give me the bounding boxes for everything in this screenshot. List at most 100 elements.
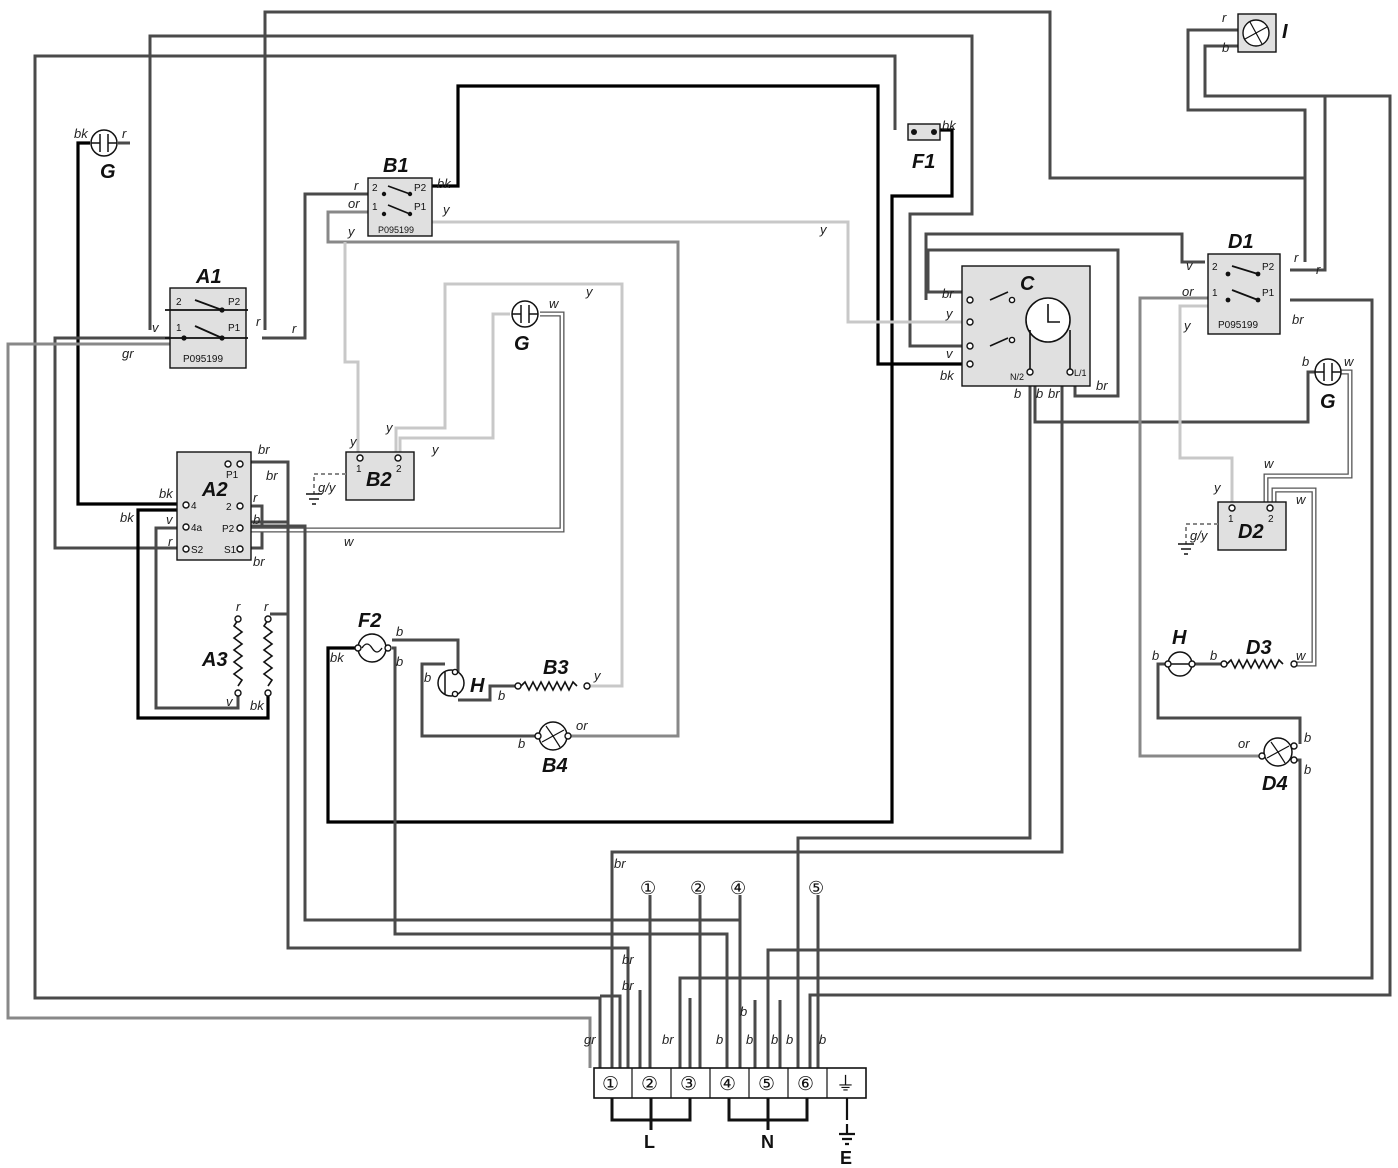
svg-text:w: w [1344,354,1355,369]
svg-text:bk: bk [120,510,135,525]
terminal-block[interactable]: ① ② ③ ④ ⑤ ⑥ ⏚ L N E [593,1067,867,1168]
component-d2[interactable]: 1 2 D2 [1178,501,1287,555]
label-a1: A1 [195,266,222,288]
wire-d1-y [1178,304,1234,506]
svg-text:b: b [1304,730,1311,745]
svg-text:b: b [424,670,431,685]
marker-1: ① [640,878,656,898]
group-e: E [840,1148,852,1168]
svg-text:bk: bk [159,486,174,501]
component-b1[interactable]: B1 2 P2 1 P1 P095199 [367,155,433,237]
svg-text:br: br [662,1032,674,1047]
svg-text:w: w [1264,456,1275,471]
svg-text:b: b [786,1032,793,1047]
component-f1[interactable]: F1 [907,123,941,173]
component-d1[interactable]: D1 2 P2 1 P1 P095199 [1207,231,1281,335]
svg-text:2: 2 [1268,514,1274,525]
wire-y-b2-2 [398,312,510,456]
component-i[interactable]: I [1237,13,1288,53]
terminal-4: ④ [719,1074,736,1095]
svg-text:r: r [253,490,258,505]
wire-h-b3 [458,684,515,702]
label-f1: F1 [912,151,935,173]
wire-misc-1 [600,994,622,1068]
wire-gr [6,342,592,1068]
svg-text:2: 2 [372,183,378,194]
svg-text:bk: bk [250,698,265,713]
svg-text:y: y [431,442,440,457]
wire-c-g [1033,370,1318,424]
svg-text:gr: gr [584,1032,596,1047]
terminal-5: ⑤ [758,1074,775,1095]
component-d3[interactable]: D3 [1220,637,1298,670]
svg-text:br: br [266,468,278,483]
component-a2[interactable]: A2 P1 4 4a S2 2 P2 S1 [176,451,252,561]
component-g-right[interactable]: G [1314,358,1342,413]
capacitor-icon [512,305,538,323]
svg-text:L/1: L/1 [1074,368,1087,378]
svg-text:P1: P1 [414,202,427,213]
svg-text:S1: S1 [224,545,237,556]
svg-text:r: r [354,178,359,193]
label-d1: D1 [1228,231,1254,253]
ground-icon [1178,543,1194,555]
component-b3[interactable]: B3 [514,657,591,692]
svg-text:P1: P1 [228,323,241,334]
component-c[interactable]: C N/2 L/1 [961,265,1091,387]
wire-b1-b4 [326,210,680,738]
component-a1[interactable]: A1 2 P2 1 P1 P095199 [165,266,248,369]
wire-h-b4 [420,662,538,738]
wire-a1-v [53,336,180,550]
svg-text:v: v [226,694,234,709]
component-f2[interactable]: F2 [354,610,392,663]
wire-a2-a3-v [154,526,240,710]
component-b2[interactable]: 1 2 B2 [306,451,415,505]
svg-text:b: b [1014,386,1021,401]
svg-text:b: b [1210,648,1217,663]
label-d4: D4 [1262,773,1288,795]
wire-a2-a3-bk [136,508,270,720]
wire-d1-br [678,298,1374,1068]
wire-y-b1-c [432,220,962,324]
label-i: I [1282,21,1288,43]
svg-text:b: b [253,512,260,527]
svg-text:g/y: g/y [1190,528,1209,543]
group-n: N [761,1132,774,1152]
a1-part-code: P095199 [183,354,223,365]
wire-y-b2 [343,242,360,456]
svg-text:y: y [1213,480,1222,495]
component-h-right[interactable]: H [1164,627,1196,677]
svg-text:bk: bk [330,650,345,665]
component-g-left[interactable]: G [90,129,118,183]
component-d4[interactable]: D4 [1258,737,1298,795]
component-a3[interactable]: A3 [201,615,274,697]
svg-text:N/2: N/2 [1010,372,1024,382]
svg-text:v: v [152,320,160,335]
svg-text:v: v [946,346,954,361]
terminal-6: ⑥ [797,1074,814,1095]
svg-text:r: r [236,599,241,614]
svg-text:r: r [1294,250,1299,265]
component-b4[interactable]: B4 [534,721,572,777]
svg-text:br: br [258,442,270,457]
svg-text:r: r [122,126,127,141]
svg-text:S2: S2 [191,545,204,556]
wire-i-r [1186,28,1307,262]
terminal-3: ③ [680,1074,697,1095]
svg-text:2: 2 [396,464,402,475]
bridge-markers: ① ② ④ ⑤ [640,878,824,898]
svg-text:y: y [819,222,828,237]
svg-text:bk: bk [74,126,89,141]
svg-text:w: w [1296,492,1307,507]
wire-g-a2 [76,141,185,506]
svg-text:br: br [1048,386,1060,401]
d1-part-code: P095199 [1218,320,1258,331]
label-c: C [1020,273,1035,295]
svg-text:v: v [166,512,174,527]
component-h-left[interactable]: H [437,668,485,698]
component-g-mid[interactable]: G [511,300,539,355]
lamp-icon [361,643,383,653]
label-g-mid: G [514,333,530,355]
label-d2: D2 [1238,521,1264,543]
label-g-left: G [100,161,116,183]
